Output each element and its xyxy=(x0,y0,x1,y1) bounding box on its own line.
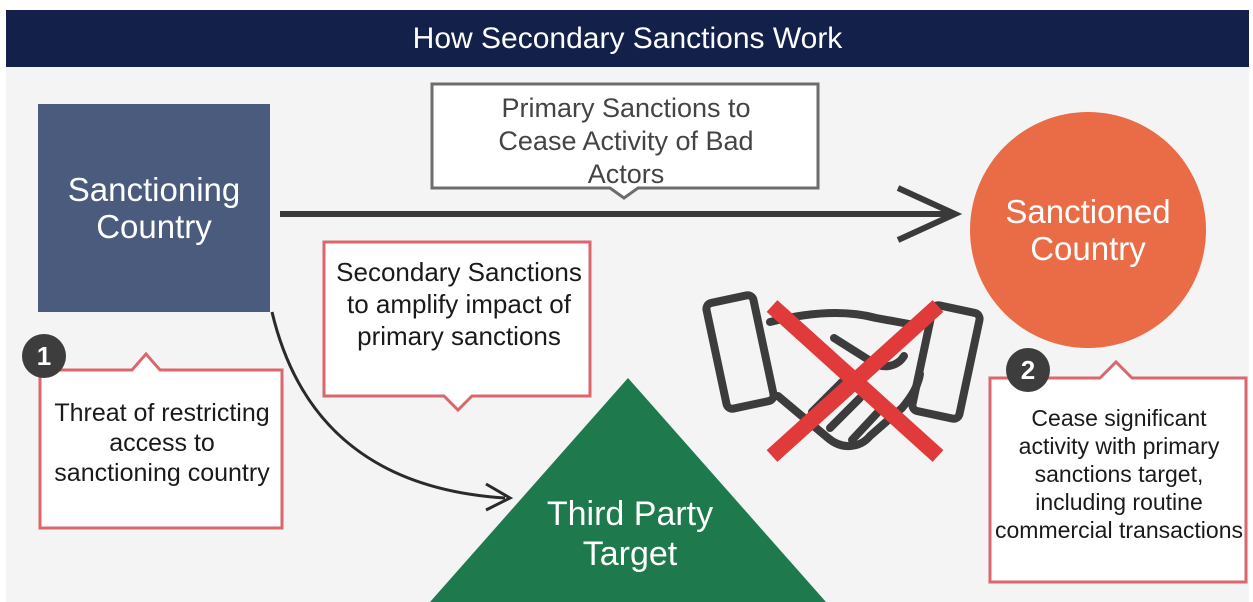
secondary-sanctions-arrow xyxy=(270,311,514,512)
sanctioning-country-node: Sanctioning Country xyxy=(38,104,270,312)
third-party-triangle xyxy=(430,378,826,602)
primary-callout-outline xyxy=(430,82,820,200)
third-party-target-label: Third Party Target xyxy=(546,495,714,573)
secondary-callout-outline xyxy=(322,240,592,413)
cross-out-icon xyxy=(766,300,944,462)
step-2-badge: 2 xyxy=(1006,348,1050,392)
sanctioned-country-node: Sanctioned Country xyxy=(970,112,1206,348)
step-1-badge: 1 xyxy=(22,334,66,378)
primary-callout-text: Primary Sanctions to Cease Activity of B… xyxy=(498,93,754,189)
threat-callout-text: Threat of restricting access to sanction… xyxy=(54,399,270,487)
diagram-title: How Secondary Sanctions Work xyxy=(6,10,1249,67)
sanctioned-country-label: Sanctioned Country xyxy=(1005,193,1171,267)
secondary-callout-text: Secondary Sanctions to amplify impact of… xyxy=(336,257,582,351)
cease-callout-outline xyxy=(988,359,1248,584)
sanctioning-country-label: Sanctioning Country xyxy=(67,171,241,245)
cease-callout-text: Cease significant activity with primary … xyxy=(995,405,1243,543)
primary-sanctions-arrow xyxy=(280,185,963,243)
threat-callout-outline xyxy=(38,351,284,530)
